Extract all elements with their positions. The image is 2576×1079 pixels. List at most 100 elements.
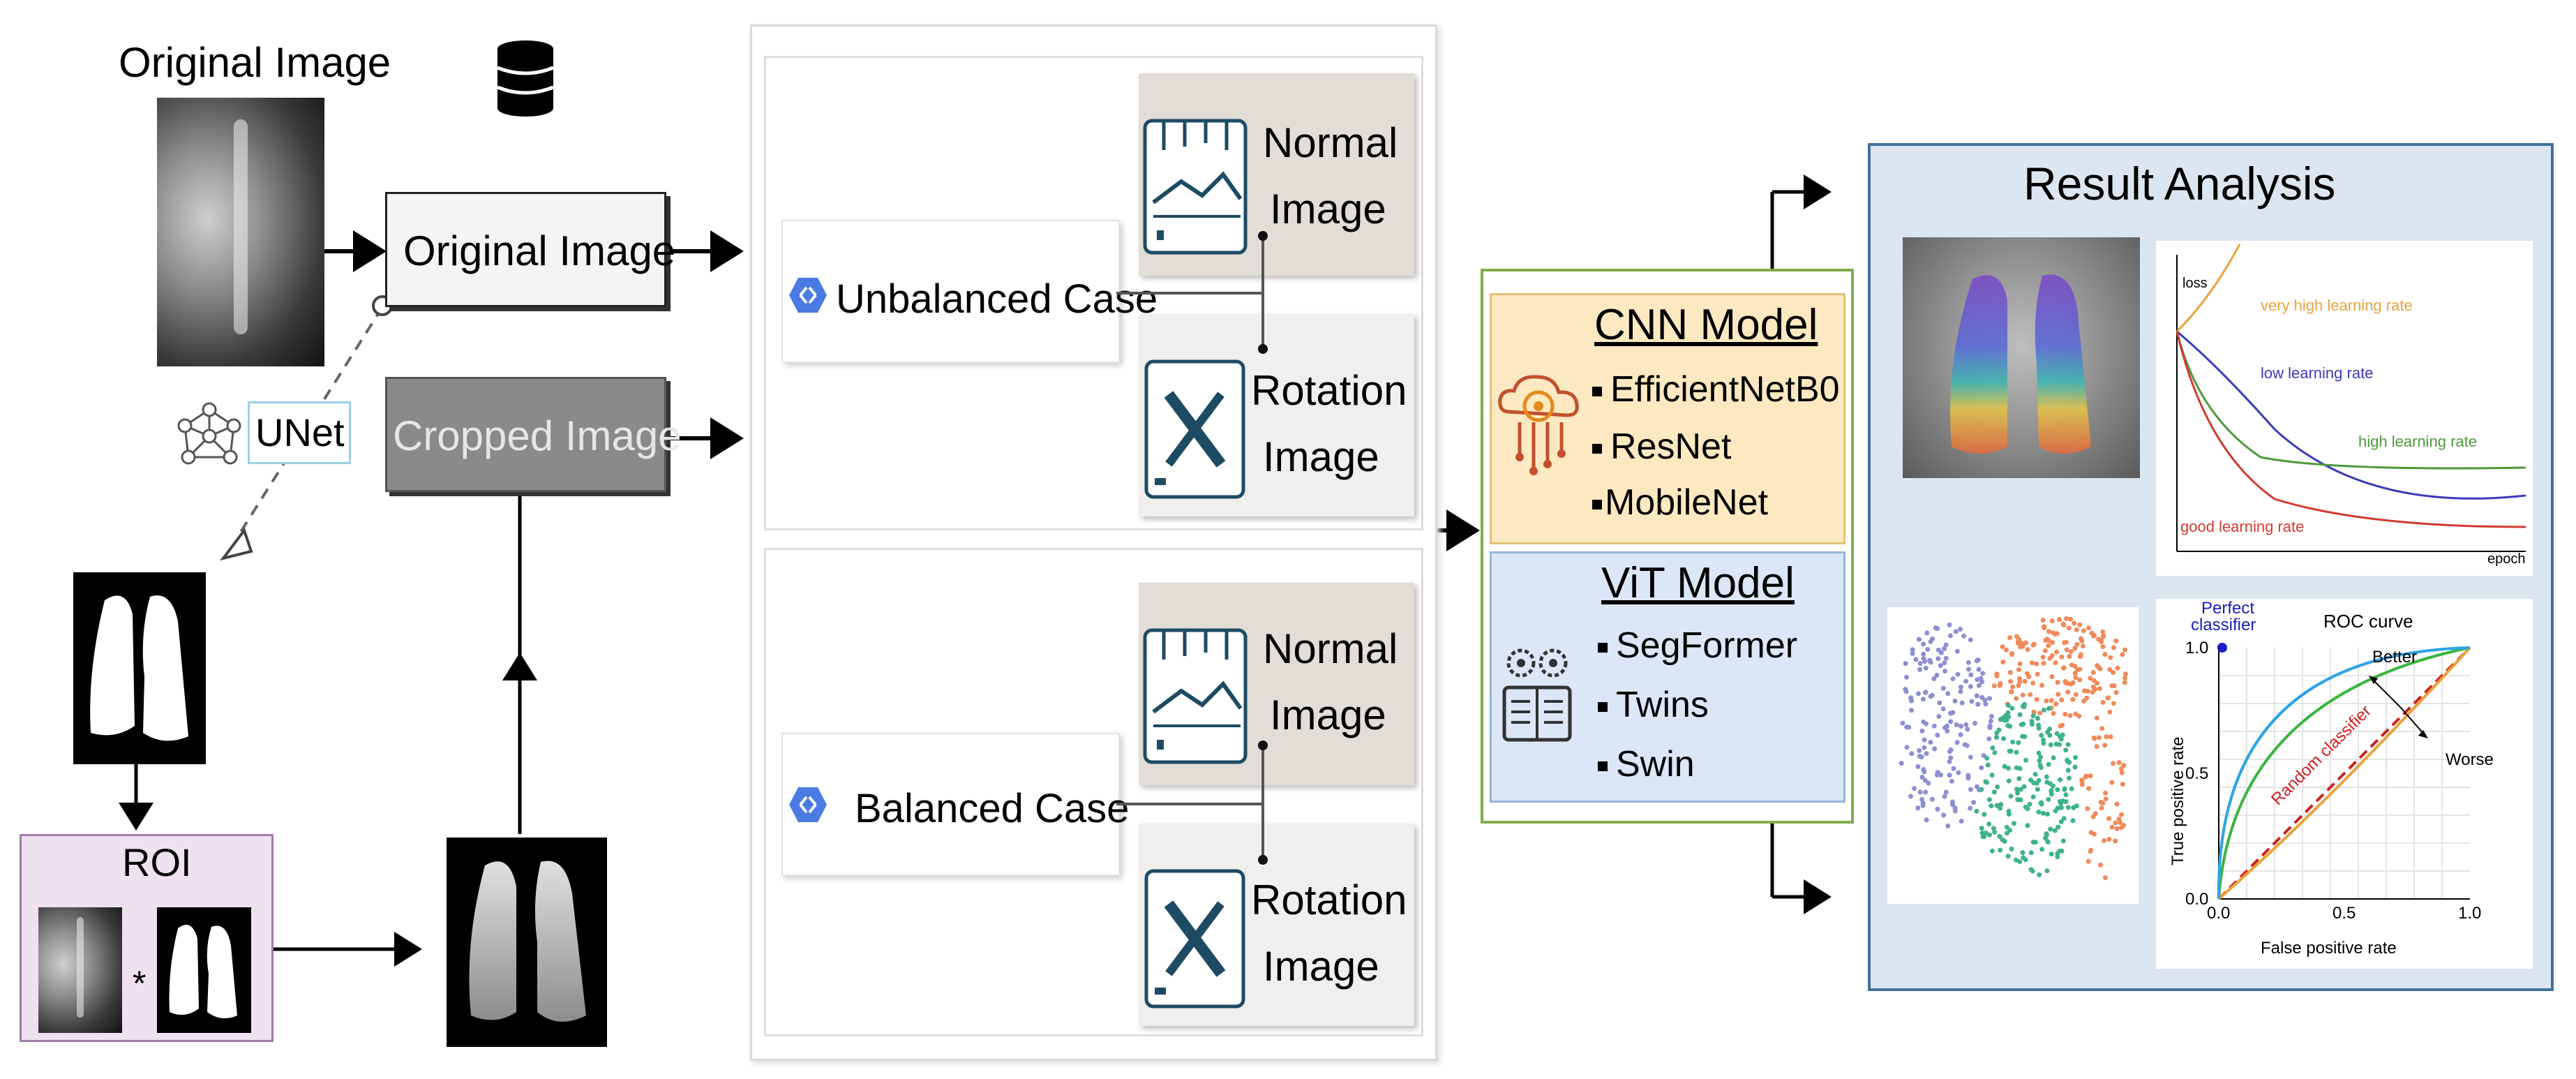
cluster-point-orange: [2054, 631, 2060, 637]
cluster-point-purple: [1943, 642, 1949, 648]
cluster-point-green: [1984, 755, 1990, 761]
cluster-point-green: [2058, 777, 2063, 782]
cluster-point-orange: [2059, 697, 2065, 703]
cluster-point-orange: [2044, 698, 2049, 704]
cluster-point-orange: [2047, 655, 2053, 661]
cluster-point-green: [2001, 736, 2006, 741]
cluster-point-orange: [2090, 670, 2096, 675]
cluster-point-green: [2008, 794, 2014, 799]
cluster-point-orange: [1997, 683, 2002, 688]
cluster-point-purple: [1974, 693, 1979, 699]
roc-ylabel: True positive rate: [2169, 736, 2187, 865]
cluster-point-green: [2054, 731, 2060, 736]
cluster-point-green: [2030, 713, 2036, 718]
cluster-point-purple: [1988, 718, 1993, 724]
cluster-point-orange: [2100, 629, 2106, 634]
cluster-point-green: [2005, 854, 2011, 859]
series-low: [2176, 330, 2526, 500]
cluster-point-purple: [1920, 801, 1926, 806]
cluster-point-orange: [2051, 630, 2056, 636]
balanced-case-label: Balanced Case: [855, 786, 1130, 831]
cluster-point-orange: [2113, 638, 2119, 643]
cluster-point-orange: [2049, 674, 2055, 679]
cluster-point-green: [2007, 748, 2012, 754]
cluster-point-purple: [1968, 754, 1973, 760]
cluster-point-orange: [2108, 655, 2113, 660]
cluster-point-orange: [2120, 782, 2125, 787]
cluster-point-purple: [1931, 723, 1937, 729]
cluster-point-green: [2057, 742, 2062, 747]
cluster-point-purple: [1924, 751, 1929, 757]
cluster-point-green: [2067, 775, 2072, 781]
cluster-point-purple: [1958, 724, 1963, 729]
cluster-point-green: [2055, 805, 2060, 811]
cluster-point-purple: [1923, 690, 1929, 695]
bullet-icon: [1592, 500, 1602, 510]
cluster-point-orange: [2007, 670, 2013, 675]
unet-label: UNet: [255, 410, 345, 454]
cluster-point-green: [2030, 722, 2035, 727]
cluster-point-green: [2051, 755, 2056, 761]
cluster-point-green: [2005, 766, 2011, 771]
unbalanced-case-label: Unbalanced Case: [836, 276, 1158, 322]
cluster-point-green: [2014, 787, 2019, 792]
cluster-point-purple: [1904, 674, 1909, 680]
cluster-point-green: [2004, 824, 2009, 830]
cluster-point-green: [1997, 833, 2002, 839]
cluster-point-green: [1990, 745, 1995, 750]
cluster-point-orange: [2054, 649, 2060, 655]
cluster-point-purple: [1969, 699, 1975, 704]
graph-chart-icon: [1143, 628, 1248, 764]
cropped-lungs-image: [447, 838, 607, 1047]
cluster-point-purple: [1941, 812, 1947, 818]
cluster-point-purple: [1949, 778, 1954, 784]
vit-item: Twins: [1598, 684, 1709, 726]
cluster-point-orange: [2050, 640, 2055, 646]
cluster-point-orange: [2009, 689, 2014, 694]
cluster-point-orange: [2079, 779, 2085, 784]
unet-label-box: [248, 401, 351, 464]
cluster-point-purple: [1965, 727, 1970, 732]
cluster-point-orange: [2055, 692, 2061, 697]
cluster-point-orange: [2092, 811, 2098, 817]
cluster-point-purple: [1929, 796, 1935, 802]
cluster-point-orange: [2028, 692, 2033, 697]
cluster-point-purple: [1954, 740, 1960, 745]
cluster-point-green: [2028, 850, 2034, 856]
cluster-point-purple: [1913, 657, 1919, 662]
cluster-point-orange: [2111, 701, 2116, 706]
cnn-model-box: [1490, 293, 1845, 544]
cluster-point-green: [2040, 810, 2046, 816]
cluster-point-purple: [1922, 769, 1927, 775]
cluster-point-green: [1984, 780, 1989, 785]
cluster-point-purple: [1963, 678, 1969, 684]
vit-model-title: ViT Model: [1601, 559, 1795, 607]
cluster-point-purple: [1924, 817, 1929, 823]
cluster-point-purple: [1968, 805, 1973, 811]
unbalanced-normal-line1: Normal: [1263, 119, 1398, 166]
cluster-point-orange: [2103, 796, 2109, 802]
cluster-point-purple: [1940, 706, 1946, 712]
cluster-point-purple: [1929, 692, 1935, 698]
cluster-point-green: [2002, 839, 2007, 844]
cluster-point-purple: [1938, 650, 1944, 655]
cluster-point-green: [2021, 855, 2026, 861]
cluster-point-green: [2028, 867, 2034, 872]
roc-better-label: Better: [2372, 648, 2418, 667]
cluster-point-orange: [2044, 637, 2050, 642]
cropped-image-box-label: Cropped Image: [393, 412, 682, 459]
lr-xlabel: epoch: [2487, 551, 2526, 567]
cluster-point-orange: [2008, 678, 2013, 684]
cluster-point-green: [2021, 784, 2027, 789]
roi-xray-image: [38, 907, 122, 1033]
cluster-point-orange: [2016, 683, 2021, 688]
cluster-point-orange: [2016, 667, 2021, 672]
cluster-point-orange: [2118, 766, 2124, 771]
cluster-point-purple: [1987, 725, 1993, 731]
cluster-point-purple: [1938, 772, 1944, 777]
roc-xtick: 1.0: [2458, 904, 2482, 923]
cluster-point-green: [2042, 707, 2046, 713]
cluster-point-green: [2046, 706, 2051, 711]
vit-item: Swin: [1598, 743, 1695, 785]
cropped-image-box: [385, 377, 666, 492]
